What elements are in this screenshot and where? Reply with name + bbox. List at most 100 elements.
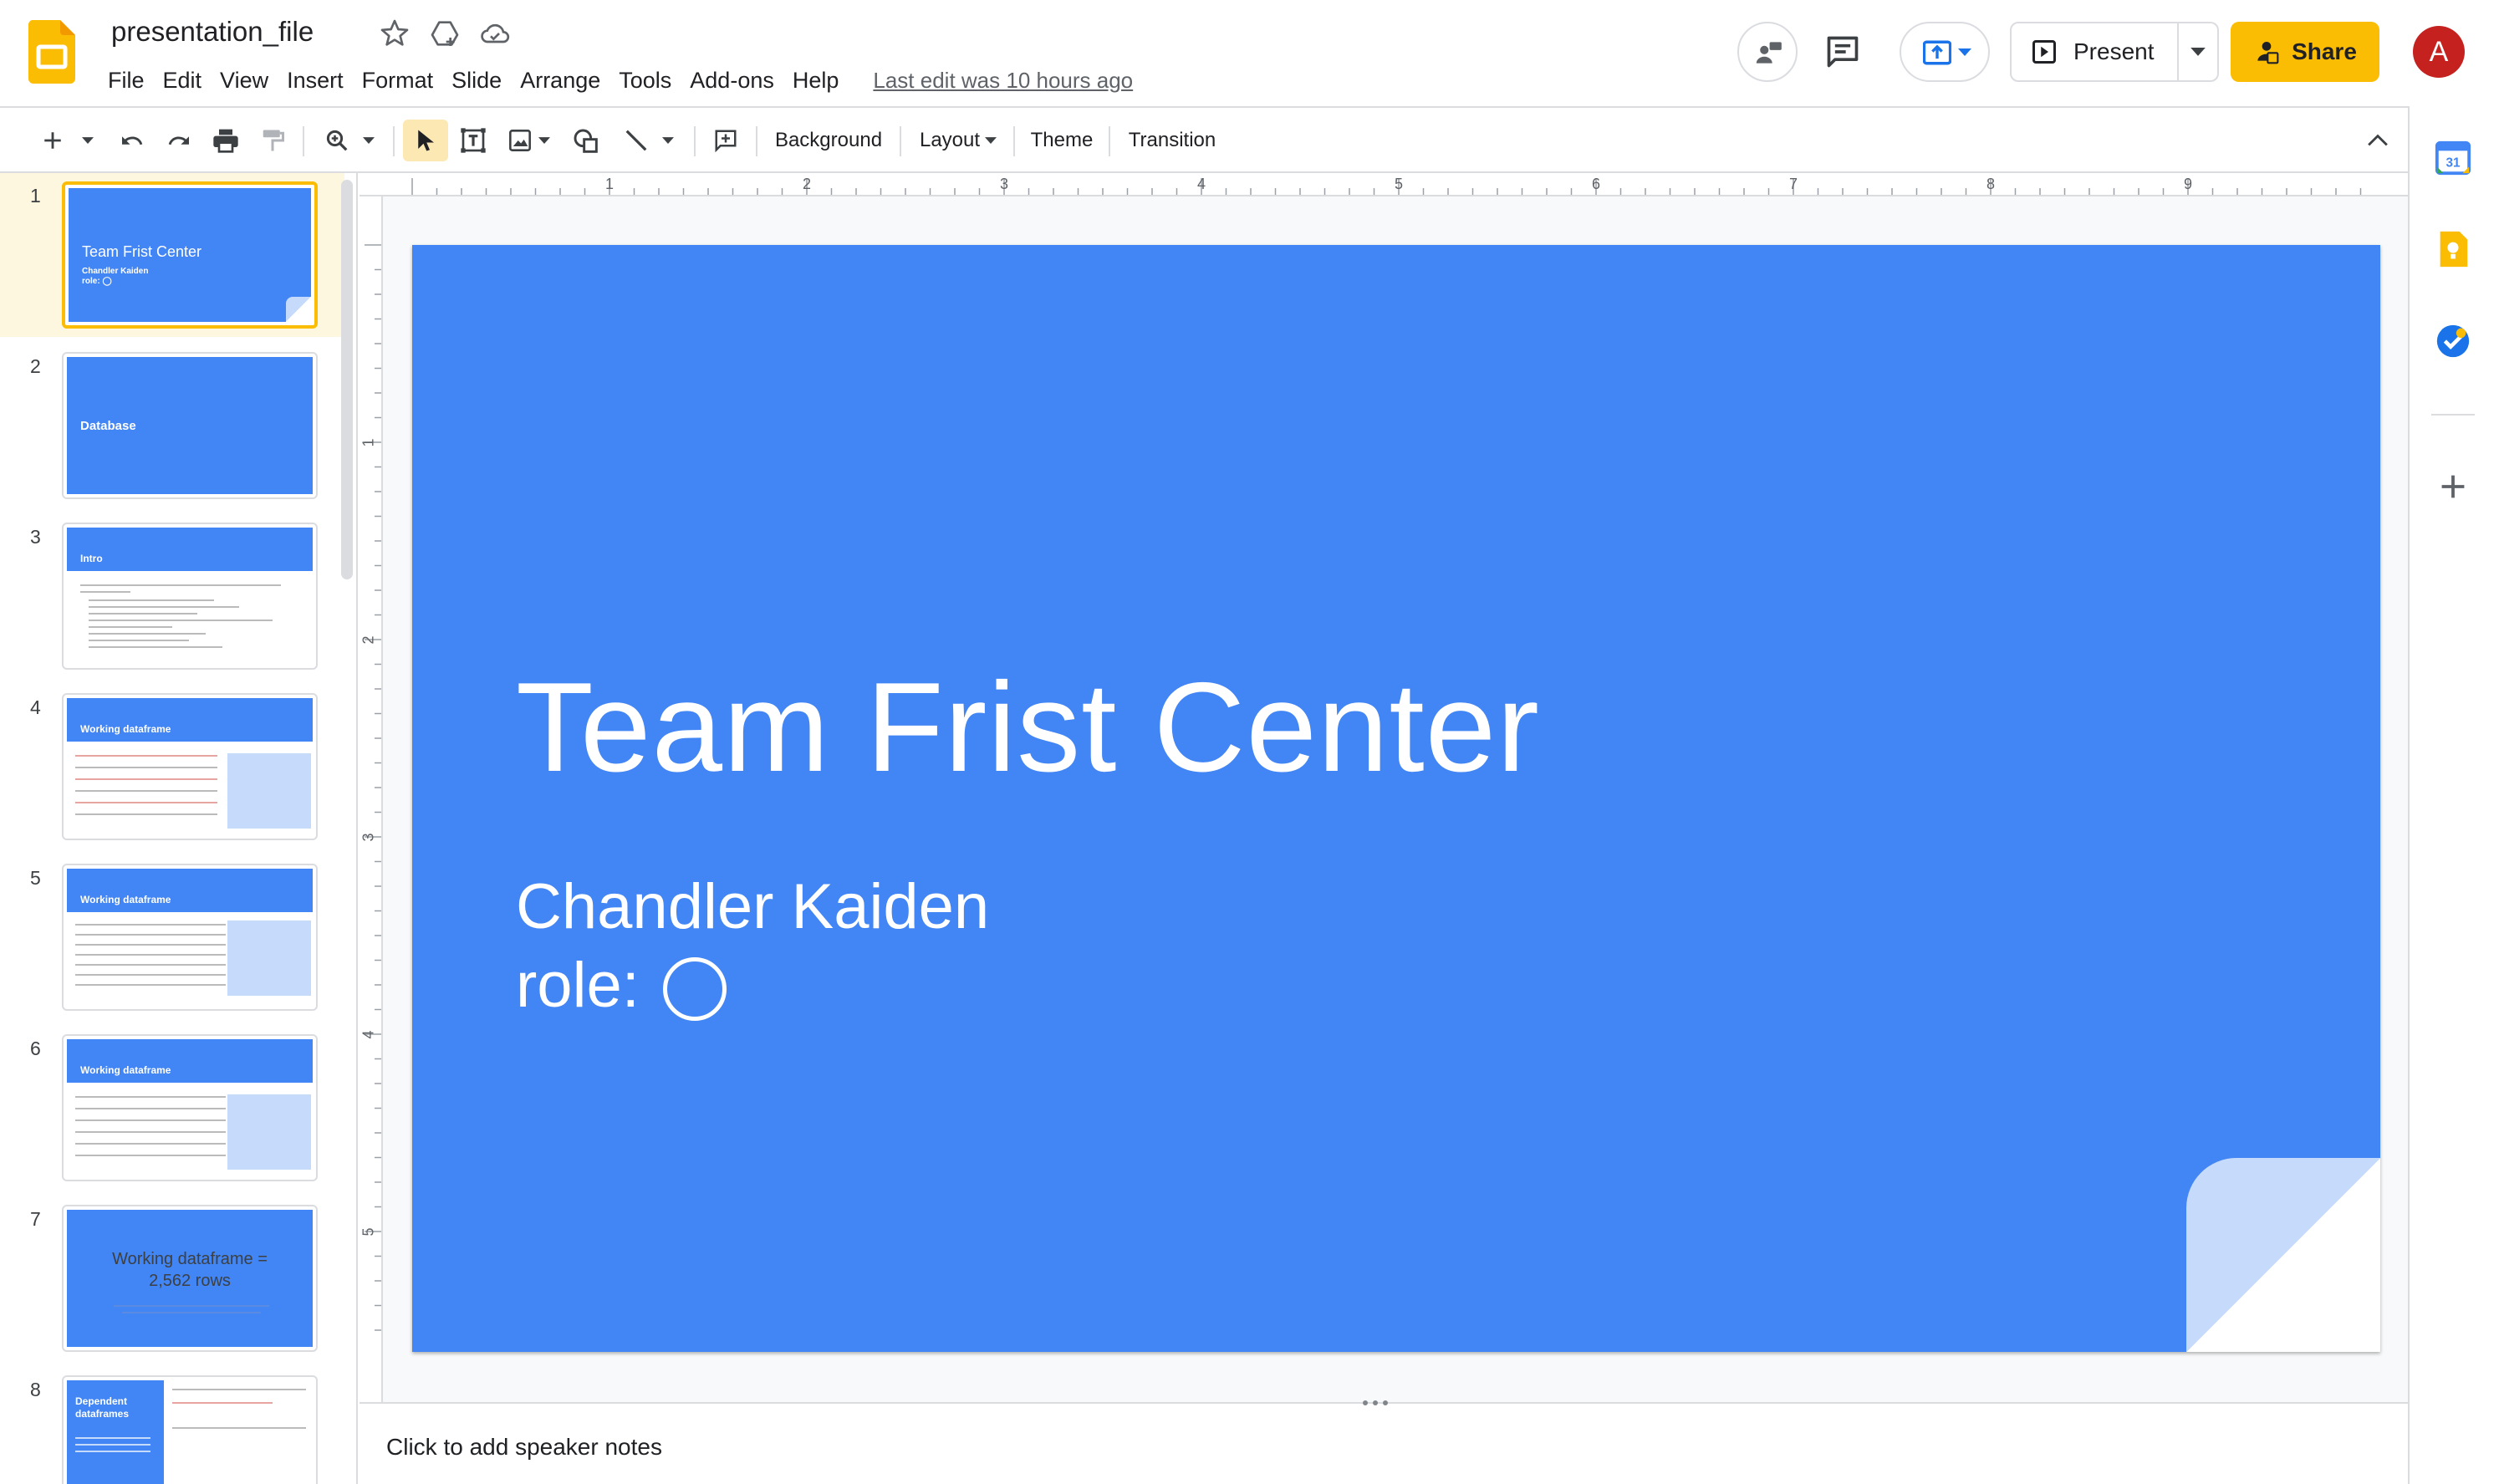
menu-file[interactable]: File — [108, 68, 145, 93]
slide-thumbnail-5[interactable]: Working dataframe — [62, 864, 318, 1011]
menu-arrange[interactable]: Arrange — [520, 68, 601, 93]
background-button[interactable]: Background — [766, 120, 891, 161]
thumbnail-text-line — [80, 591, 130, 593]
layout-button[interactable]: Layout — [908, 120, 1008, 161]
present-button[interactable]: Present — [2010, 22, 2179, 82]
paint-format-button[interactable] — [254, 120, 291, 161]
slide-thumbnail-1[interactable]: Team Frist Center Chandler Kaiden role: … — [62, 181, 318, 329]
thumbnail-code-line — [75, 790, 217, 792]
ruler-ticks — [411, 178, 2362, 195]
add-comment-button[interactable] — [707, 120, 744, 161]
shape-button[interactable] — [567, 120, 604, 161]
speaker-notes-panel[interactable]: Click to add speaker notes — [360, 1400, 2408, 1484]
slide-subtitle-role[interactable]: role: — [516, 950, 640, 1021]
share-label: Share — [2292, 38, 2357, 64]
menu-help[interactable]: Help — [792, 68, 839, 93]
slide-thumbnail-3[interactable]: Intro — [62, 523, 318, 670]
calendar-icon[interactable]: 31 — [2434, 138, 2472, 176]
thumbnail-row-3: 3 Intro — [0, 514, 344, 678]
slide-number: 7 — [30, 1208, 41, 1230]
menu-tools[interactable]: Tools — [619, 68, 672, 93]
redo-icon — [168, 136, 189, 145]
thumbnail-code-line — [75, 778, 217, 780]
slide-thumbnail-4[interactable]: Working dataframe — [62, 693, 318, 840]
slide-title-text[interactable]: Team Frist Center — [516, 656, 1540, 798]
toolbar-divider — [694, 126, 696, 156]
slide-thumbnail-6[interactable]: Working dataframe — [62, 1034, 318, 1181]
thumbnail-table-line — [75, 1131, 226, 1133]
thumbnail-code-line — [75, 767, 217, 768]
move-to-drive-icon[interactable] — [428, 17, 462, 50]
print-button[interactable] — [207, 120, 244, 161]
theme-button[interactable]: Theme — [1022, 120, 1102, 161]
plus-icon — [44, 132, 61, 149]
menu-view[interactable]: View — [220, 68, 269, 93]
filmstrip-scrollbar[interactable] — [341, 180, 353, 579]
thumbnail-table-line — [75, 1119, 226, 1121]
current-slide[interactable]: Team Frist Center Chandler Kaiden role: — [412, 245, 2380, 1352]
present-options-button[interactable] — [2179, 22, 2219, 82]
line-icon — [625, 130, 647, 151]
thumbnail-table-line — [75, 1155, 226, 1156]
thumbnail-side-panel — [67, 1380, 164, 1484]
slide-subtitle-name[interactable]: Chandler Kaiden — [516, 871, 990, 942]
star-icon[interactable] — [378, 17, 411, 50]
thumbnail-title: Working dataframe — [80, 723, 171, 735]
slide-thumbnail-2[interactable]: Database — [62, 352, 318, 499]
slide-thumbnail-7[interactable]: Working dataframe = 2,562 rows — [62, 1205, 318, 1352]
thumbnail-header — [67, 698, 313, 742]
redo-button[interactable] — [161, 120, 197, 161]
menu-slide[interactable]: Slide — [451, 68, 502, 93]
paint-format-icon — [263, 130, 284, 151]
document-title[interactable]: presentation_file — [111, 16, 314, 47]
menu-add-ons[interactable]: Add-ons — [690, 68, 774, 93]
role-circle-shape[interactable] — [663, 957, 727, 1021]
ruler-number: 5 — [1395, 176, 1404, 192]
screen-share-icon — [1923, 40, 1951, 65]
collapse-toolbar-button[interactable] — [2359, 120, 2396, 161]
chevron-down-icon — [363, 136, 375, 144]
thumbnail-subtitle: Chandler Kaiden — [82, 267, 149, 276]
shape-icon — [574, 129, 598, 153]
insert-image-button[interactable] — [502, 120, 557, 161]
select-tool-button[interactable] — [403, 120, 448, 161]
thumbnail-text-line — [122, 1312, 261, 1313]
undo-button[interactable] — [114, 120, 150, 161]
thumbnail-row-8: 8 Dependent dataframes — [0, 1367, 344, 1484]
meeting-button[interactable] — [1737, 22, 1798, 82]
transition-button[interactable]: Transition — [1117, 120, 1227, 161]
thumbnail-header — [67, 869, 313, 912]
keep-icon[interactable] — [2434, 230, 2472, 268]
text-box-button[interactable] — [455, 120, 492, 161]
line-button[interactable] — [615, 120, 682, 161]
thumbnail-row-1: 1 Team Frist Center Chandler Kaiden role… — [0, 173, 344, 337]
account-avatar[interactable]: A — [2413, 26, 2465, 78]
present-to-meeting-button[interactable] — [1900, 22, 1990, 82]
new-slide-button[interactable] — [28, 120, 107, 161]
thumbnail-title: Working dataframe — [80, 1064, 171, 1076]
zoom-button[interactable] — [316, 120, 383, 161]
slides-logo-icon[interactable] — [28, 20, 75, 84]
share-button[interactable]: Share — [2231, 22, 2379, 82]
menu-edit[interactable]: Edit — [162, 68, 202, 93]
thumbnail-code-line — [75, 755, 217, 757]
last-edit-link[interactable]: Last edit was 10 hours ago — [873, 67, 1134, 93]
thumbnail-background — [69, 188, 311, 322]
notes-resize-handle[interactable] — [1363, 1400, 1388, 1405]
speaker-notes-placeholder[interactable]: Click to add speaker notes — [386, 1434, 662, 1460]
cloud-saved-icon[interactable] — [478, 17, 512, 50]
thumbnail-text-line — [75, 1437, 150, 1439]
toolbar-divider — [1109, 126, 1110, 156]
menu-format[interactable]: Format — [361, 68, 434, 93]
comments-icon[interactable] — [1824, 33, 1861, 70]
chevron-down-icon — [662, 136, 674, 144]
menu-insert[interactable]: Insert — [287, 68, 344, 93]
background-label: Background — [774, 129, 883, 151]
slide-thumbnail-8[interactable]: Dependent dataframes — [62, 1375, 318, 1484]
toolbar-divider — [1013, 126, 1015, 156]
plus-icon[interactable] — [2434, 467, 2472, 506]
tasks-icon[interactable] — [2434, 322, 2472, 360]
thumbnail-background — [67, 1210, 313, 1347]
